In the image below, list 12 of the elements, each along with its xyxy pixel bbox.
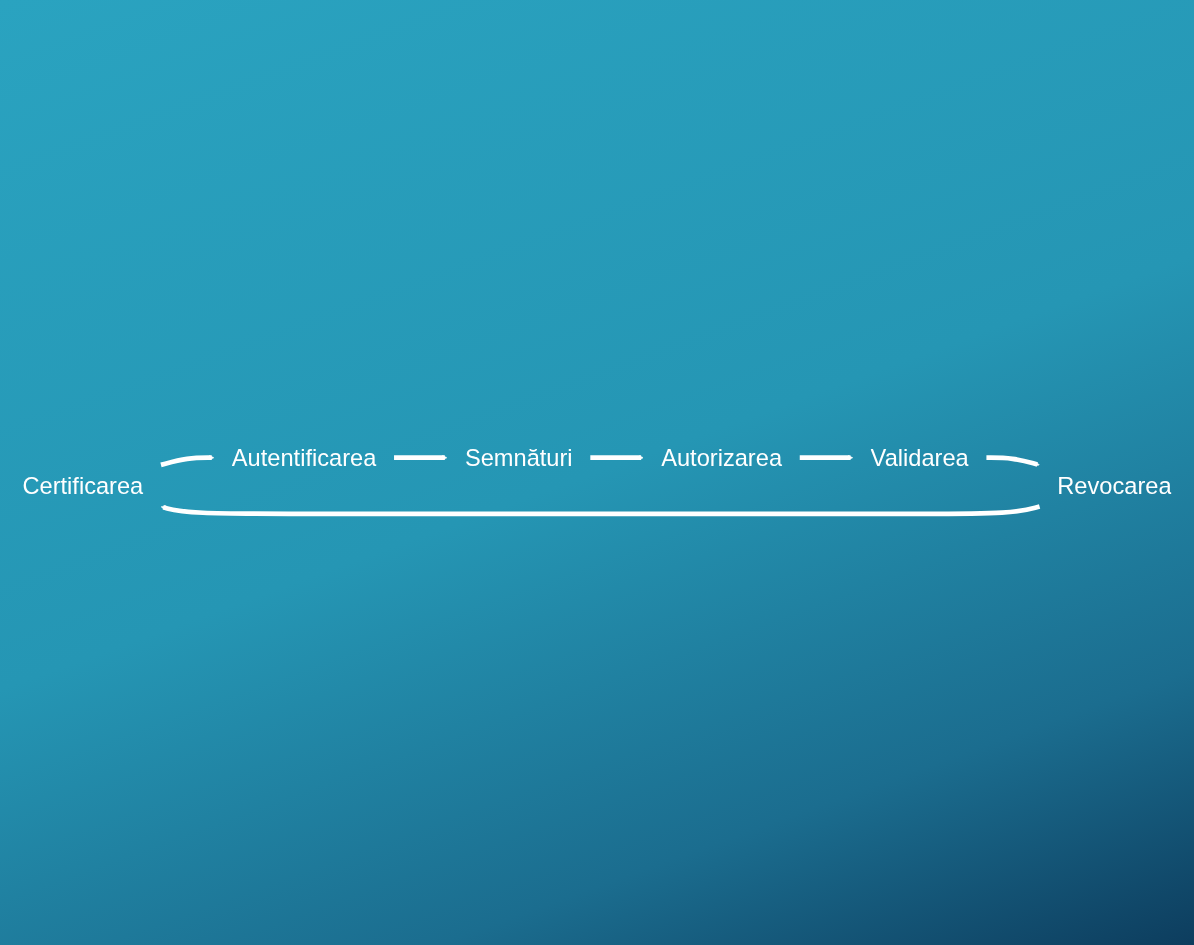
arrow <box>160 455 215 468</box>
node-text: Autentificarea <box>231 444 377 471</box>
node-text: Autorizarea <box>661 444 783 471</box>
arrow <box>590 455 644 461</box>
node-text: Certificarea <box>22 472 144 499</box>
node-text: Semnături <box>464 444 573 471</box>
arrow <box>160 504 1041 517</box>
node-text: Validarea <box>870 444 969 471</box>
arrow <box>799 455 854 461</box>
arrow <box>394 455 448 461</box>
arrow <box>986 455 1040 467</box>
node-text: Revocarea <box>1057 472 1172 499</box>
